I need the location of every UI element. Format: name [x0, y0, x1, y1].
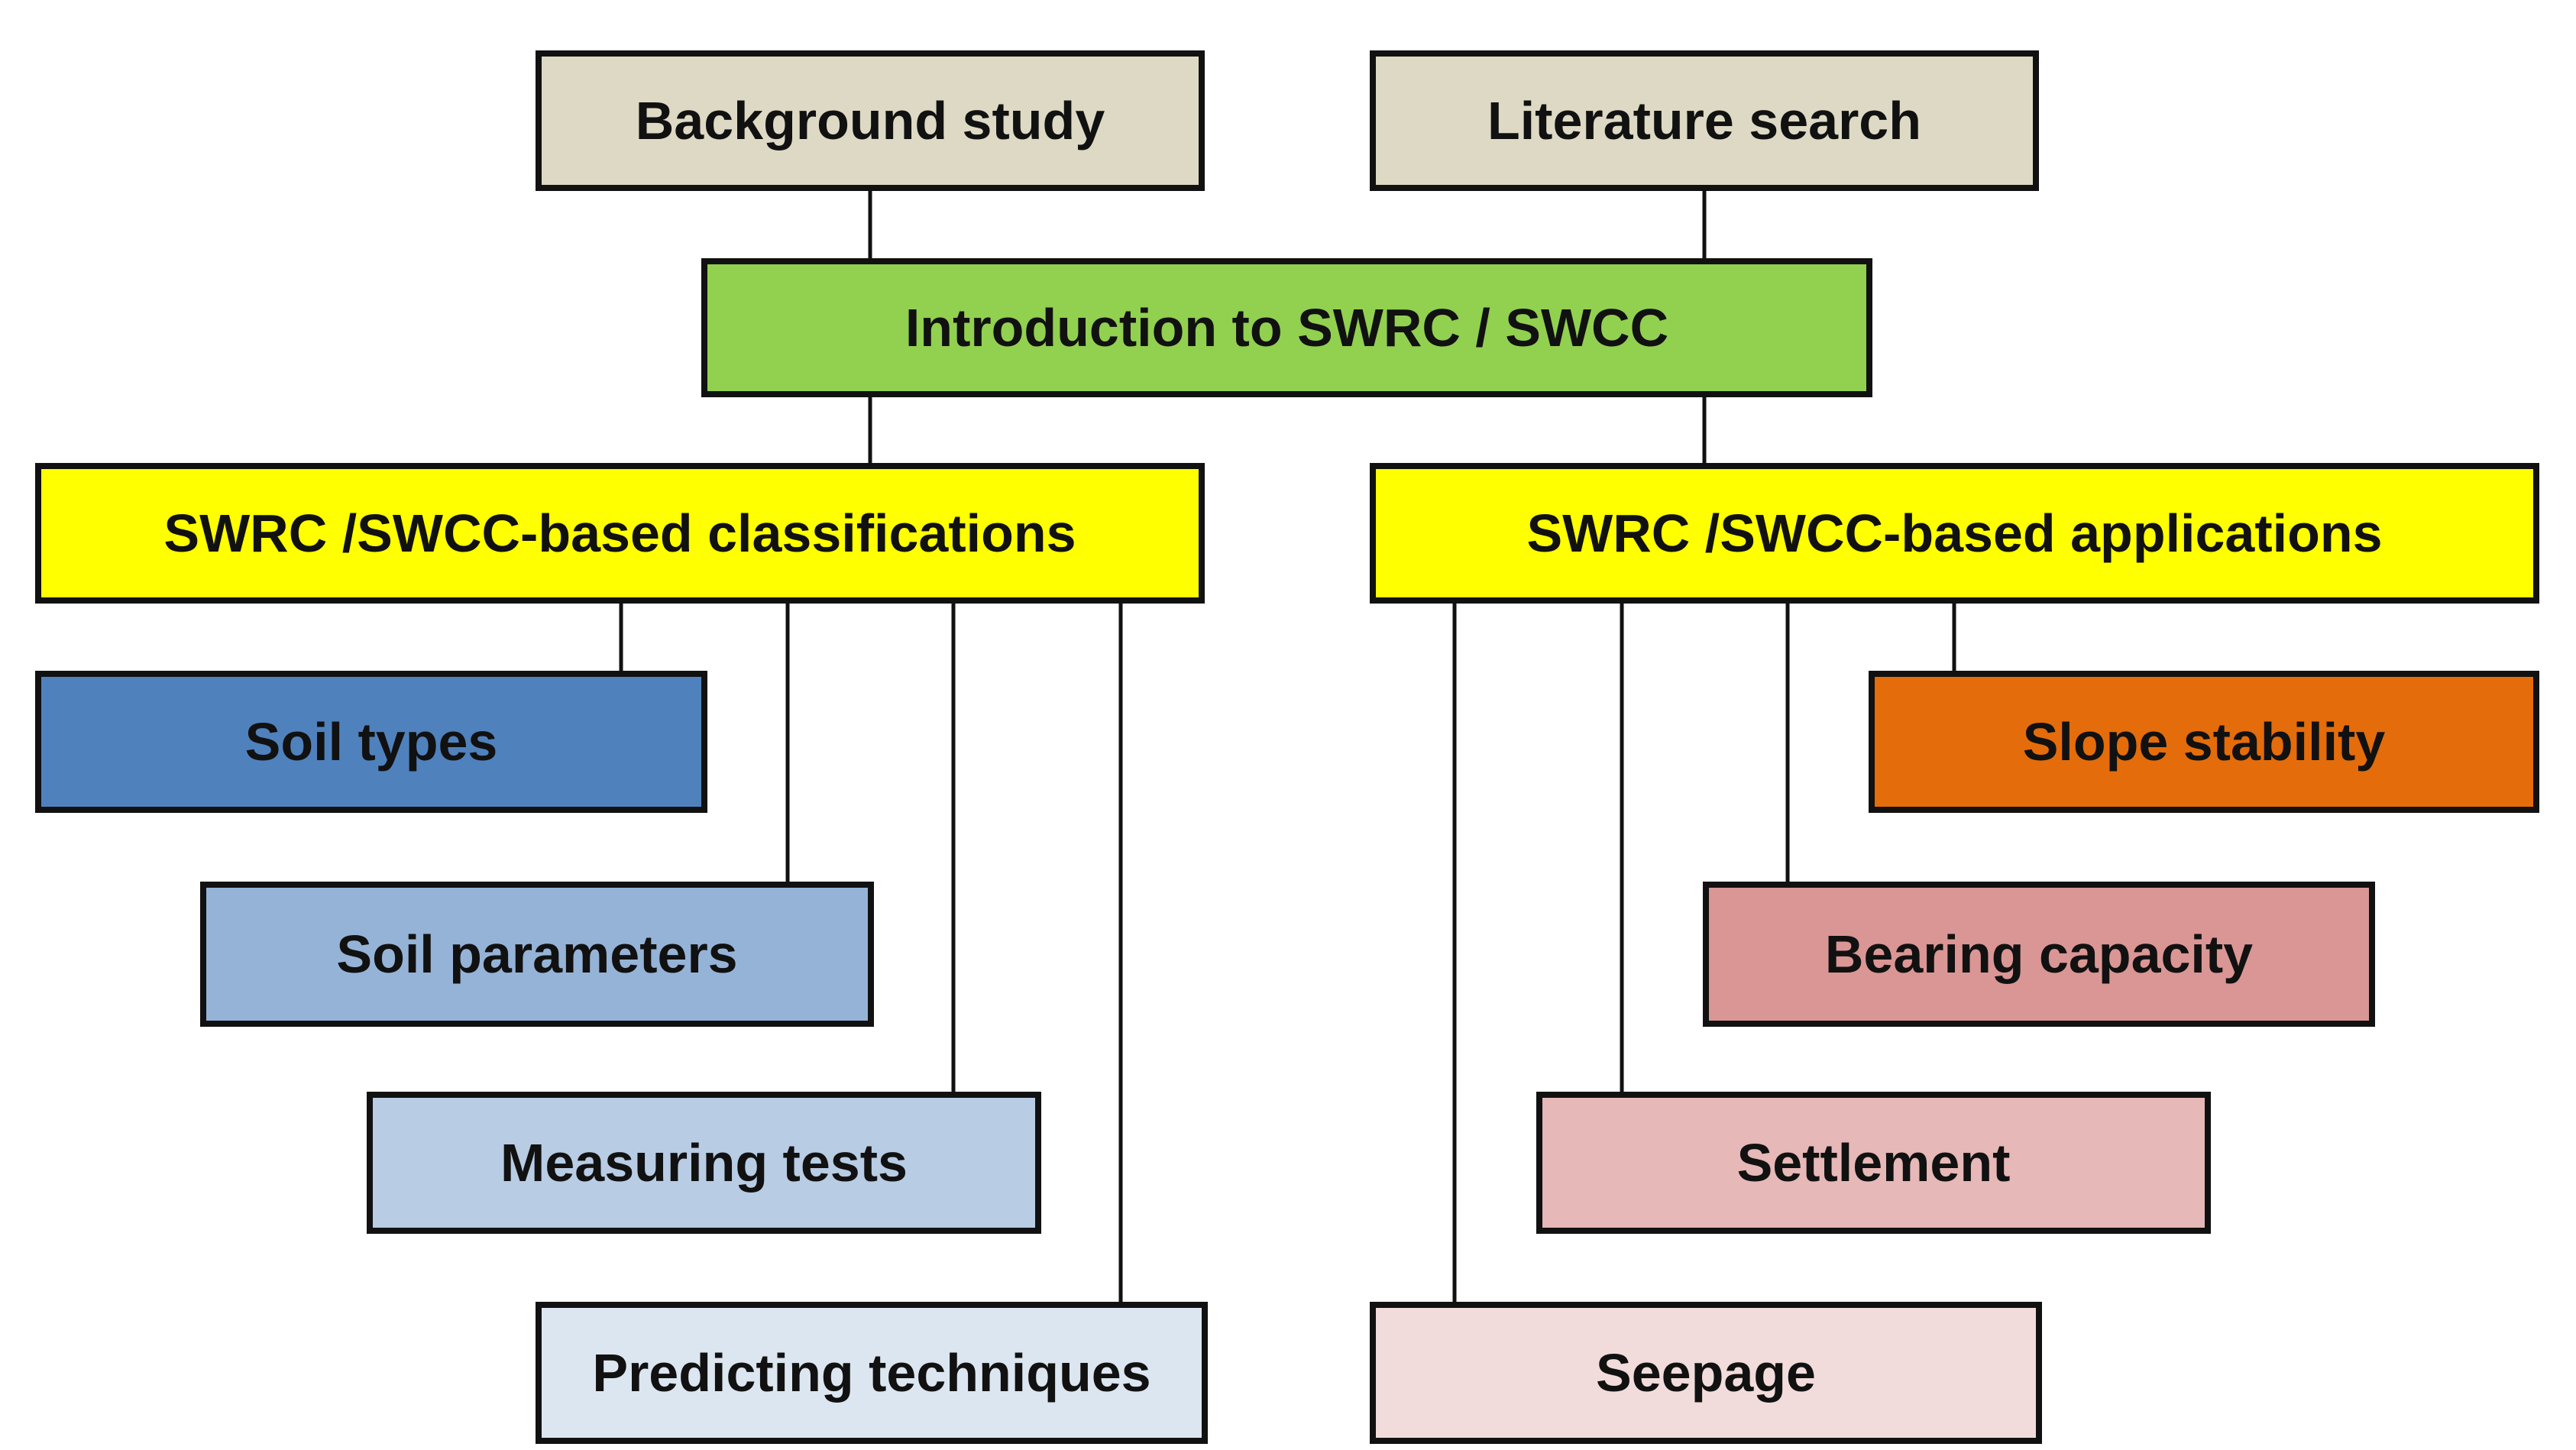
- node-applications: SWRC /SWCC-based applications: [1370, 463, 2539, 604]
- node-soil-types-label: Soil types: [244, 712, 498, 772]
- node-slope-stability-label: Slope stability: [2022, 712, 2386, 772]
- node-measuring-tests: Measuring tests: [367, 1092, 1041, 1234]
- node-slope-stability: Slope stability: [1869, 671, 2539, 813]
- node-soil-types: Soil types: [35, 671, 707, 813]
- node-bearing-capacity-label: Bearing capacity: [1824, 924, 2254, 984]
- node-background-study-label: Background study: [635, 91, 1105, 151]
- node-bearing-capacity: Bearing capacity: [1703, 882, 2375, 1027]
- node-seepage-label: Seepage: [1596, 1343, 1816, 1403]
- node-literature-search-label: Literature search: [1487, 91, 1922, 151]
- node-introduction: Introduction to SWRC / SWCC: [701, 258, 1872, 397]
- node-classifications-label: SWRC /SWCC-based classifications: [163, 503, 1076, 563]
- node-background-study: Background study: [536, 50, 1205, 191]
- node-soil-parameters: Soil parameters: [200, 882, 874, 1027]
- node-predicting-techniques: Predicting techniques: [536, 1302, 1208, 1444]
- node-introduction-label: Introduction to SWRC / SWCC: [905, 298, 1669, 358]
- node-settlement-label: Settlement: [1736, 1133, 2011, 1193]
- node-literature-search: Literature search: [1370, 50, 2039, 191]
- node-seepage: Seepage: [1370, 1302, 2042, 1444]
- node-soil-parameters-label: Soil parameters: [336, 924, 738, 984]
- node-applications-label: SWRC /SWCC-based applications: [1526, 503, 2383, 563]
- node-predicting-techniques-label: Predicting techniques: [592, 1343, 1151, 1403]
- node-measuring-tests-label: Measuring tests: [500, 1133, 908, 1193]
- node-settlement: Settlement: [1536, 1092, 2211, 1234]
- node-classifications: SWRC /SWCC-based classifications: [35, 463, 1205, 604]
